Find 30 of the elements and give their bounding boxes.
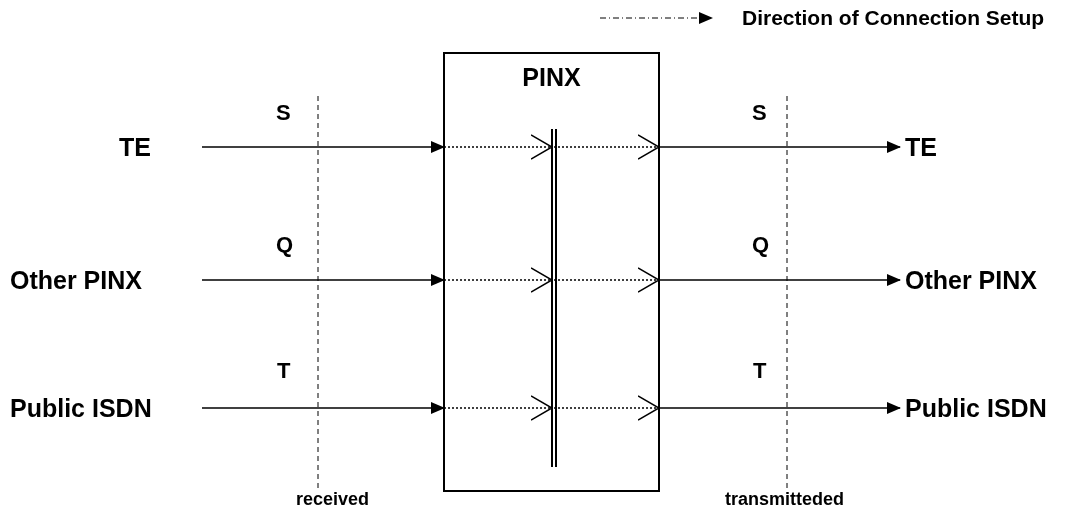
endpoint-label: Other PINX [905,265,1037,295]
arrow [658,274,901,286]
reference-point-label: Q [276,232,294,259]
arrow [201,402,445,414]
switch-bar [551,129,557,467]
endpoint-label: Other PINX [10,265,202,295]
arrow [553,134,660,160]
caption-label: transmitteded [725,489,845,511]
arrow [443,134,553,160]
arrow [201,274,445,286]
arrow [201,141,445,153]
reference-point-label: Q [752,232,770,259]
pinx-box [443,52,660,492]
arrow [553,267,660,293]
endpoint-label: Public ISDN [10,393,202,423]
reference-point-label: T [753,358,767,385]
arrow [658,402,901,414]
arrow [443,395,553,421]
caption-label: received [296,489,370,511]
endpoint-label: TE [119,132,202,162]
arrow [658,141,901,153]
endpoint-label: Public ISDN [905,393,1047,423]
arrow [443,267,553,293]
legend-label: Direction of Connection Setup [742,5,1045,31]
pinx-title: PINX [521,62,582,92]
arrow [553,395,660,421]
endpoint-label: TE [905,132,937,162]
reference-point-label: S [276,100,291,127]
reference-point-label: T [277,358,291,385]
reference-point-label: S [752,100,767,127]
